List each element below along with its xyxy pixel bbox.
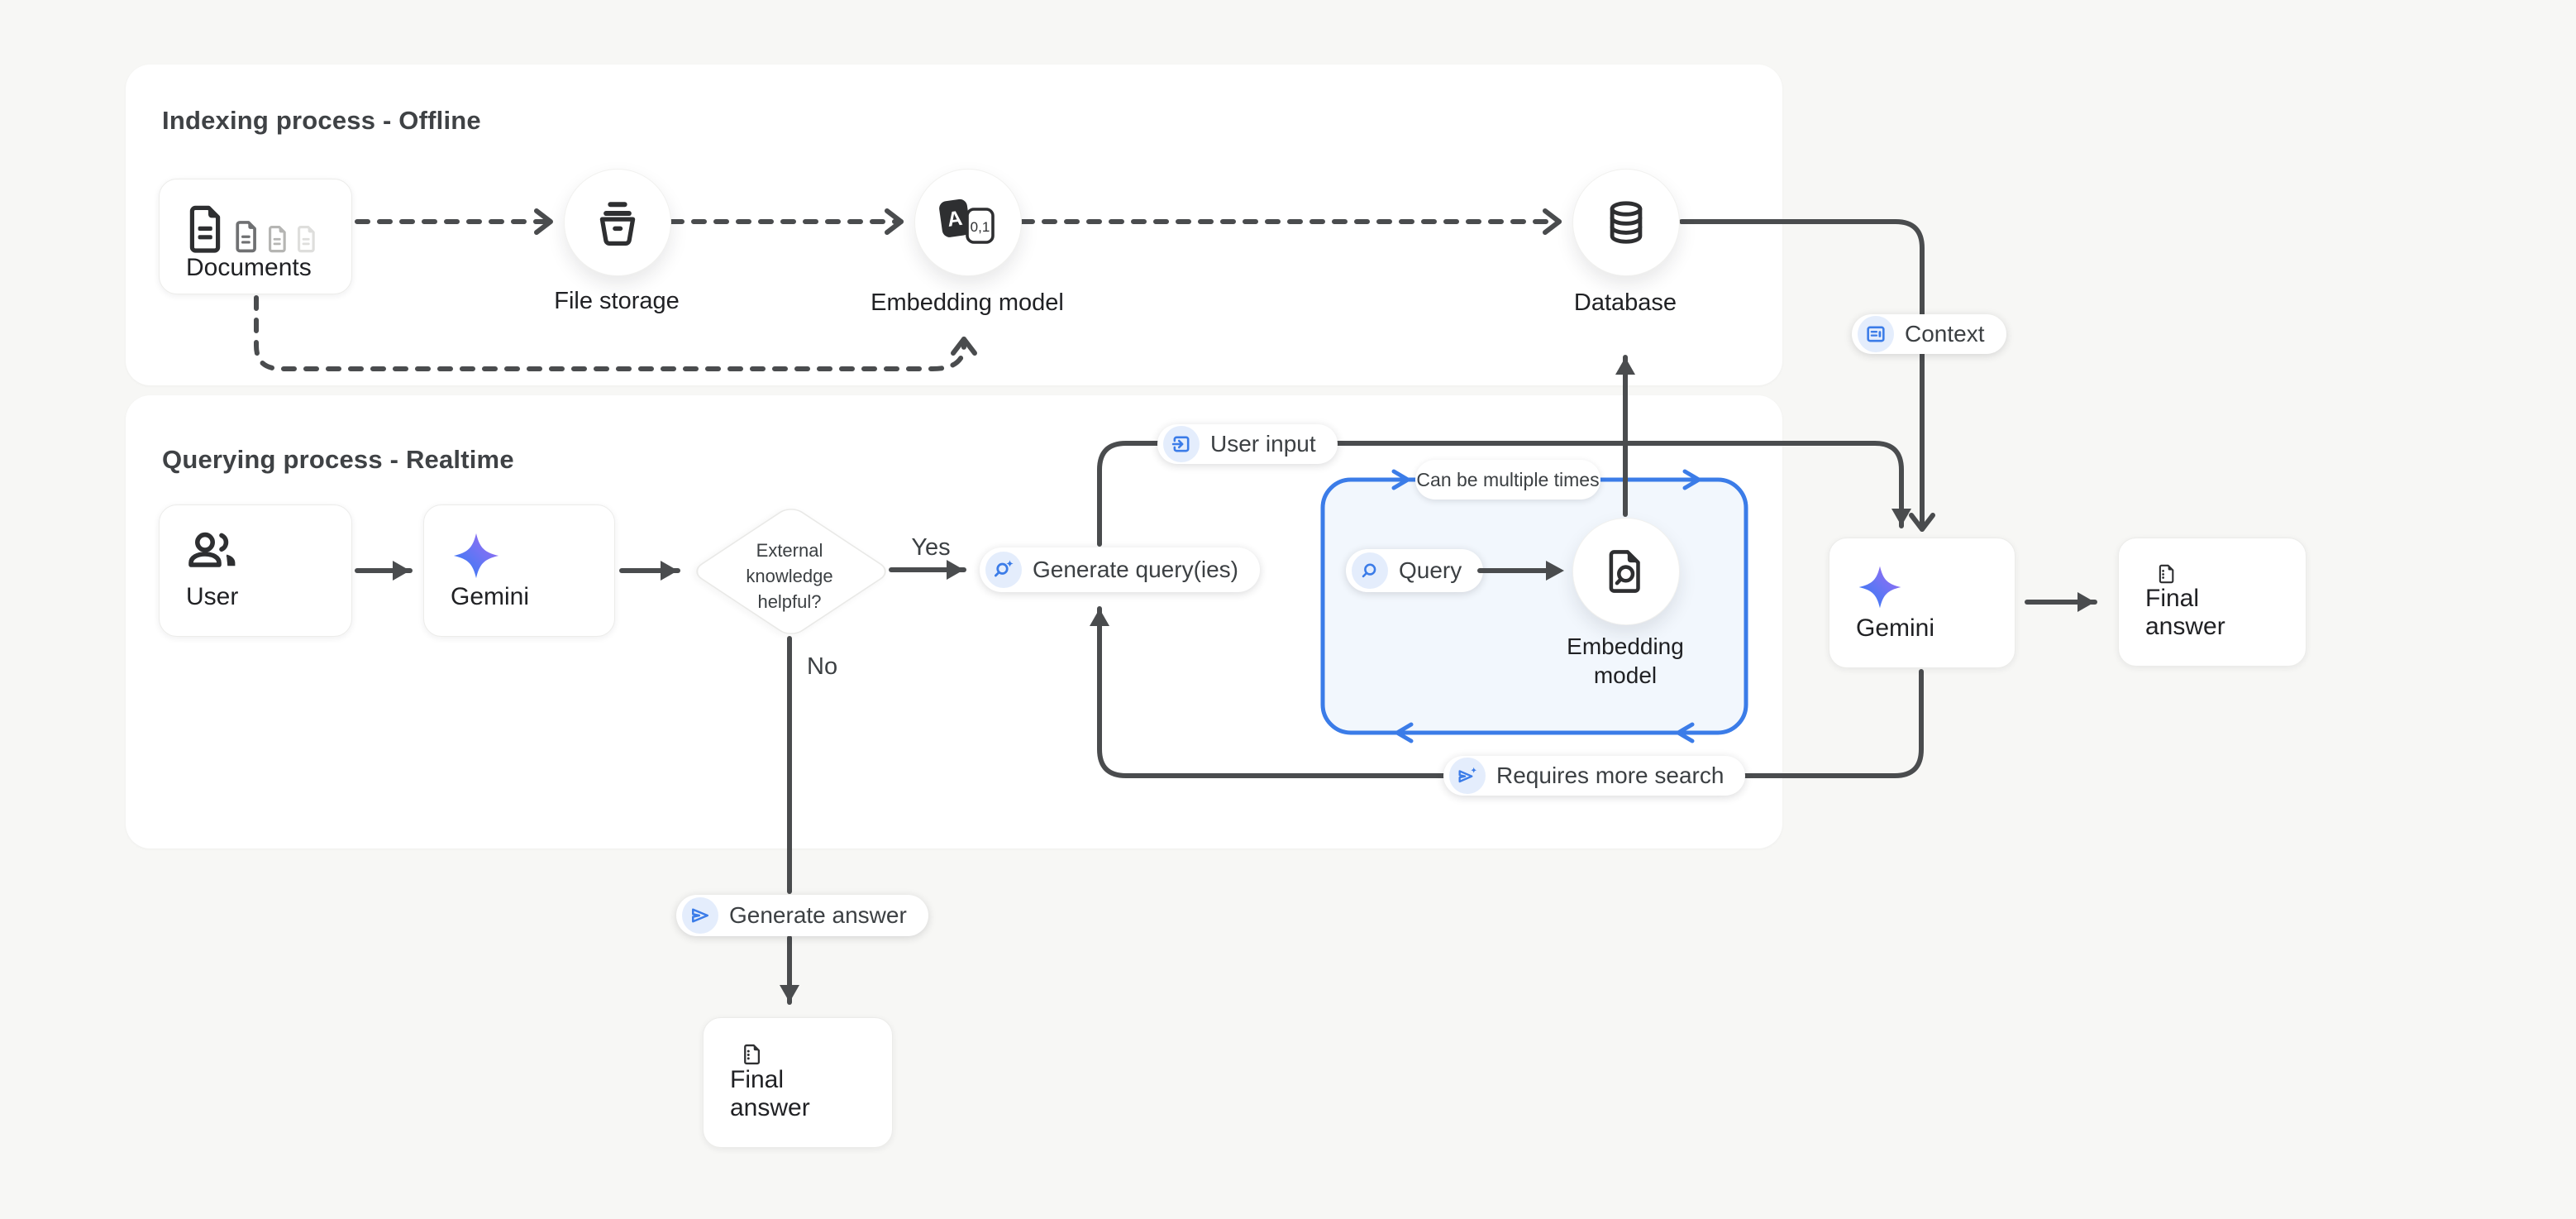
send-icon (682, 897, 718, 934)
cycle-chevron-right-icon (1391, 469, 1410, 490)
cycle-box (1320, 477, 1748, 735)
generate-queries-label: Generate query(ies) (1033, 557, 1239, 582)
database-label: Database (1573, 289, 1677, 316)
documents-label: Documents (186, 254, 312, 281)
context-badge: Context (1852, 314, 2006, 354)
article-icon (1858, 316, 1894, 352)
requires-more-search-label: Requires more search (1496, 762, 1724, 788)
query-label: Query (1399, 557, 1462, 583)
context-label: Context (1905, 321, 1985, 347)
file-storage-label: File storage (554, 288, 680, 314)
user-input-badge: User input (1157, 424, 1338, 464)
gemini-spark-icon (1858, 566, 1901, 609)
embedding-model-top-node: A 0,1 (914, 169, 1022, 276)
cycle-chevron-left-icon (1676, 722, 1695, 743)
database-cylinder-icon (1610, 201, 1643, 244)
querying-panel-title: Querying process - Realtime (162, 445, 514, 474)
gemini-right-label: Gemini (1856, 614, 1935, 642)
indexing-panel-title: Indexing process - Offline (162, 106, 481, 135)
query-embedding-arrow (1546, 561, 1564, 581)
yes-label: Yes (911, 534, 951, 561)
cycle-chevron-left-icon (1395, 722, 1414, 743)
gemini-left-card: Gemini (423, 504, 615, 637)
user-group-icon (188, 532, 236, 567)
document-search-icon (1609, 550, 1640, 593)
database-node (1572, 169, 1680, 276)
summarize-document-icon (2159, 564, 2174, 584)
user-input-label: User input (1210, 431, 1316, 457)
edge-documents-embedding-loop (254, 295, 977, 371)
edge-database-context-gemini (1679, 219, 1935, 532)
requires-more-search-badge: Requires more search (1443, 756, 1746, 796)
search-spark-icon (985, 552, 1022, 588)
decision-text: External knowledge helpful? (746, 540, 833, 612)
query-embedding-label: Embedding model (1567, 633, 1684, 688)
search-icon (1352, 552, 1388, 589)
query-embedding-node (1572, 518, 1680, 625)
gemini-spark-icon (453, 533, 499, 579)
user-card: User (159, 504, 352, 637)
edge-userinput-gemini (1097, 441, 1911, 547)
generate-answer-label: Generate answer (729, 902, 907, 928)
final-answer-bottom-card: Final answer (703, 1017, 893, 1148)
final-answer-right-label: Final answer (2145, 585, 2225, 640)
generate-answer-badge: Generate answer (676, 895, 928, 936)
translate-a01-icon: A 0,1 (939, 198, 995, 244)
user-label: User (186, 583, 239, 610)
input-icon (1163, 426, 1200, 462)
documents-card: Documents (159, 179, 352, 294)
summarize-document-icon (744, 1044, 761, 1065)
final-answer-bottom-label: Final answer (730, 1066, 810, 1121)
send-spark-icon (1449, 758, 1486, 794)
svg-text:0,1: 0,1 (971, 219, 990, 235)
no-label: No (807, 653, 838, 680)
final-answer-right-card: Final answer (2118, 538, 2306, 667)
can-be-multiple-times-pill: Can be multiple times (1415, 460, 1600, 500)
file-storage-node (564, 169, 671, 276)
svg-text:A: A (946, 207, 964, 232)
storage-bucket-icon (599, 202, 636, 246)
documents-stack-icon (186, 204, 325, 254)
query-badge: Query (1346, 549, 1484, 592)
gemini-right-card: Gemini (1829, 538, 2015, 668)
embedding-model-top-label: Embedding model (871, 289, 1064, 316)
gemini-left-label: Gemini (451, 583, 530, 610)
cycle-chevron-right-icon (1682, 469, 1701, 490)
generate-queries-badge: Generate query(ies) (980, 547, 1261, 592)
